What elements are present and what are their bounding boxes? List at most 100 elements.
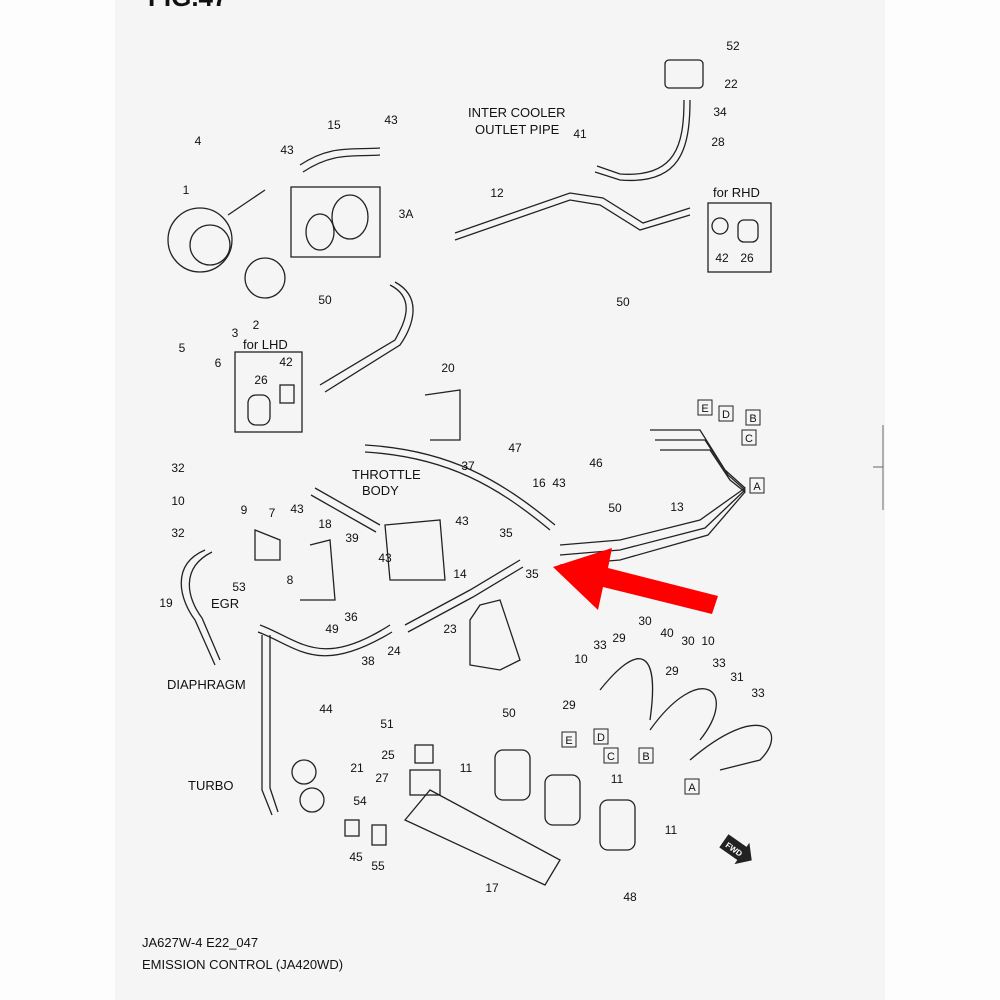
callout-31: 31 [730, 670, 744, 684]
callout-55: 55 [371, 859, 385, 873]
diaphragm-label: DIAPHRAGM [167, 677, 246, 692]
callout-52: 52 [726, 39, 740, 53]
letter-tag-E: E [565, 735, 572, 747]
callout-39: 39 [345, 531, 359, 545]
callout-46: 46 [589, 456, 603, 470]
callout-50: 50 [616, 295, 630, 309]
letter-tag-box [593, 728, 609, 745]
callout-34: 34 [713, 105, 727, 119]
callout-3: 3 [232, 326, 239, 340]
for-lhd-label: for LHD [243, 337, 288, 352]
drawing-code: JA627W-4 E22_047 [142, 935, 259, 950]
callout-30: 30 [638, 614, 652, 628]
letter-tag-A: A [753, 481, 761, 493]
callout-36: 36 [344, 610, 358, 624]
callout-51: 51 [380, 717, 394, 731]
callout-50: 50 [318, 293, 332, 307]
throttle-label: THROTTLE [352, 467, 421, 482]
fwd-direction-badge: FWD [719, 834, 752, 865]
callout-54: 54 [353, 794, 367, 808]
letter-tag-box [741, 429, 757, 446]
callout-38: 38 [361, 654, 375, 668]
turbo-label: TURBO [188, 778, 234, 793]
callout-49: 49 [325, 622, 339, 636]
for-rhd-label: for RHD [713, 185, 760, 200]
callout-29: 29 [562, 698, 576, 712]
callout-11: 11 [665, 823, 678, 837]
callout-19: 19 [159, 596, 173, 610]
letter-tag-box [603, 747, 619, 764]
callout-37: 37 [461, 459, 475, 473]
letter-tag-box [745, 409, 761, 426]
letter-tag-C: C [745, 433, 753, 445]
pipes-and-parts [167, 59, 773, 886]
letter-tag-box [749, 477, 765, 494]
callout-32: 32 [171, 461, 185, 475]
outlet-pipe-label: OUTLET PIPE [475, 122, 560, 137]
callout-33: 33 [593, 638, 607, 652]
callout-42: 42 [279, 355, 293, 369]
callout-12: 12 [490, 186, 504, 200]
callout-43: 43 [290, 502, 304, 516]
letter-tag-C: C [607, 751, 615, 763]
callout-21: 21 [350, 761, 364, 775]
callout-5: 5 [179, 341, 186, 355]
callout-24: 24 [387, 644, 401, 658]
callout-3A: 3A [399, 207, 414, 221]
letter-tag-D: D [597, 732, 605, 744]
callout-33: 33 [712, 656, 726, 670]
callout-7: 7 [269, 506, 276, 520]
callout-18: 18 [318, 517, 332, 531]
callout-53: 53 [232, 580, 246, 594]
callout-32: 32 [171, 526, 185, 540]
callout-33: 33 [751, 686, 765, 700]
letter-tag-box [697, 399, 713, 416]
callout-10: 10 [701, 634, 715, 648]
callout-2: 2 [253, 318, 260, 332]
callout-14: 14 [453, 567, 467, 581]
callout-27: 27 [375, 771, 389, 785]
callout-43: 43 [455, 514, 469, 528]
callout-6: 6 [215, 356, 222, 370]
callout-22: 22 [724, 77, 738, 91]
inter-cooler-label: INTER COOLER [468, 105, 566, 120]
callout-44: 44 [319, 702, 333, 716]
callout-8: 8 [287, 573, 294, 587]
letter-tag-A: A [688, 782, 696, 794]
diagram-sheet [115, 0, 885, 1000]
callout-43: 43 [552, 476, 566, 490]
callout-23: 23 [443, 622, 457, 636]
callout-9: 9 [241, 503, 248, 517]
callout-35: 35 [525, 567, 539, 581]
body-label: BODY [362, 483, 399, 498]
callout-26: 26 [254, 373, 268, 387]
callout-43: 43 [280, 143, 294, 157]
callout-15: 15 [327, 118, 341, 132]
letter-tag-box [718, 405, 734, 422]
callout-16: 16 [532, 476, 546, 490]
red-highlight-arrow [553, 548, 718, 614]
drawing-title: EMISSION CONTROL (JA420WD) [142, 957, 344, 972]
letter-tag-box [561, 731, 577, 748]
letter-tag-B: B [749, 413, 756, 425]
callout-50: 50 [502, 706, 516, 720]
callout-29: 29 [612, 631, 626, 645]
callout-50: 50 [608, 501, 622, 515]
figure-title: FIG.47 [148, 0, 227, 12]
callout-20: 20 [441, 361, 455, 375]
callout-45: 45 [349, 850, 363, 864]
egr-label: EGR [211, 596, 239, 611]
callout-43: 43 [384, 113, 398, 127]
callout-35: 35 [499, 526, 513, 540]
callout-30: 30 [681, 634, 695, 648]
letter-tag-box [684, 778, 700, 795]
callout-43: 43 [378, 551, 392, 565]
callout-4: 4 [195, 134, 202, 148]
callout-42: 42 [715, 251, 729, 265]
callout-28: 28 [711, 135, 725, 149]
callout-10: 10 [171, 494, 185, 508]
letter-tag-D: D [722, 409, 730, 421]
